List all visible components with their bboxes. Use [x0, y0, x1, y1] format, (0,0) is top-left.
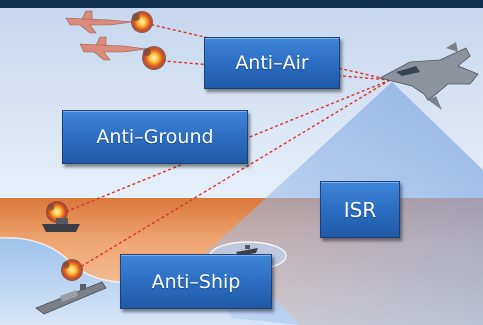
mission-anti-air: Anti–Air	[204, 37, 340, 89]
mission-label: Anti–Air	[235, 52, 309, 74]
explosion-icon	[46, 201, 68, 223]
enemy-jet-icon	[65, 10, 133, 34]
line-to-ship-target	[71, 79, 391, 273]
line-to-jet-2	[151, 59, 391, 81]
mission-anti-ship: Anti–Ship	[120, 254, 272, 309]
mission-isr: ISR	[320, 181, 400, 238]
enemy-jet-icon	[79, 36, 147, 61]
explosion-icon	[131, 11, 153, 33]
explosion-icon	[142, 46, 166, 70]
stealth-fighter-icon	[378, 42, 479, 110]
mission-label: Anti–Ship	[151, 270, 241, 293]
explosion-icon	[61, 259, 83, 281]
ship-icon	[35, 281, 107, 315]
mission-anti-ground: Anti–Ground	[62, 110, 248, 164]
mission-label: ISR	[343, 197, 377, 222]
boat-icon	[42, 218, 80, 232]
header-band	[0, 0, 483, 8]
mission-label: Anti–Ground	[96, 126, 214, 148]
